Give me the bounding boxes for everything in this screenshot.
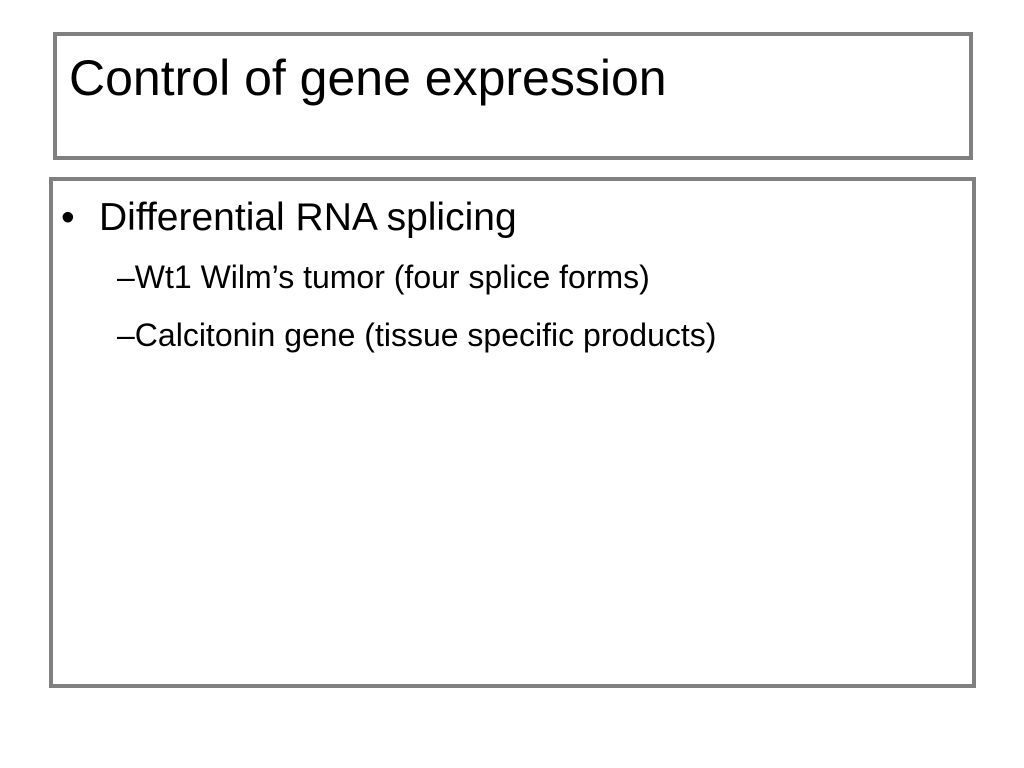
sub-bullet-marker: – bbox=[117, 317, 135, 353]
sub-bullet-text: Wt1 Wilm’s tumor (four splice forms) bbox=[134, 259, 650, 295]
bullet-marker: • bbox=[61, 196, 75, 239]
bullet-text: Differential RNA splicing bbox=[99, 196, 517, 239]
slide-title: Control of gene expression bbox=[69, 50, 667, 106]
title-placeholder: Control of gene expression bbox=[53, 32, 973, 160]
content-placeholder: •Differential RNA splicing –Wt1 Wilm’s t… bbox=[49, 177, 976, 688]
sub-bullet-text: Calcitonin gene (tissue specific product… bbox=[134, 317, 717, 353]
bullet-item-differential-rna-splicing: • Differential RNA splicing bbox=[61, 195, 517, 241]
sub-bullet-wt1: –Wt1 Wilm’s tumor (four splice forms) bbox=[117, 257, 650, 297]
sub-bullet-calcitonin: –Calcitonin gene (tissue specific produc… bbox=[117, 315, 716, 355]
sub-bullet-marker: – bbox=[117, 259, 135, 295]
